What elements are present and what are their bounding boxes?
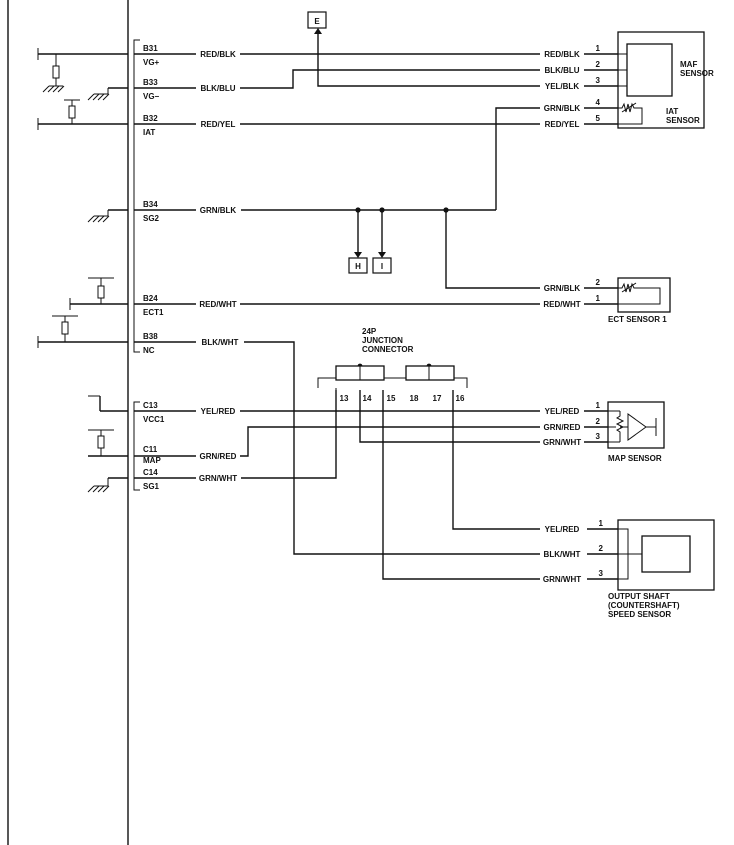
- connector-h-box: H: [348, 252, 368, 274]
- wire-b33-color: BLK/BLU: [200, 84, 235, 93]
- wire-c14-color: GRN/WHT: [199, 474, 237, 483]
- map-wire-1: YEL/RED: [545, 407, 580, 416]
- maf-wire-4: GRN/BLK: [544, 104, 581, 113]
- pin-b32-signal: IAT: [143, 128, 155, 137]
- oss-wire-2: BLK/WHT: [544, 550, 581, 559]
- junction-pin-14: 14: [363, 394, 372, 403]
- junction-title-1: 24P: [362, 327, 377, 336]
- pin-c13-signal: VCC1: [143, 415, 165, 424]
- maf-pin-2: 2: [596, 60, 601, 69]
- pin-b34-signal: SG2: [143, 214, 160, 223]
- pin-b38-signal: NC: [143, 346, 155, 355]
- ect-pin-2: 2: [596, 278, 601, 287]
- iat-sensor-label-2: SENSOR: [666, 116, 700, 125]
- ect-pin-1: 1: [596, 294, 601, 303]
- junction-pin-17: 17: [433, 394, 442, 403]
- maf-pin-1: 1: [596, 44, 601, 53]
- map-pin-2: 2: [596, 417, 601, 426]
- pin-c14: C14: [143, 468, 158, 477]
- maf-wire-2: BLK/BLU: [544, 66, 579, 75]
- pin-b31-signal: VG+: [143, 58, 160, 67]
- connector-h-label: H: [355, 262, 361, 271]
- oss-label-2: (COUNTERSHAFT): [608, 601, 680, 610]
- maf-pin-5: 5: [596, 114, 601, 123]
- oss-pin-2: 2: [599, 544, 604, 553]
- junction-pin-13: 13: [340, 394, 349, 403]
- map-wire-2: GRN/RED: [544, 423, 581, 432]
- junction-pin-15: 15: [387, 394, 396, 403]
- oss-label-1: OUTPUT SHAFT: [608, 592, 670, 601]
- maf-pin-4: 4: [596, 98, 601, 107]
- ecm-pin-labels: B31 VG+ B33 VG− B32 IAT B34 SG2 B24 ECT1…: [143, 44, 165, 491]
- maf-pin-3: 3: [596, 76, 601, 85]
- ecm-internal-circuits: [37, 48, 128, 487]
- ground-symbols: [42, 85, 110, 493]
- wire-c13-color: YEL/RED: [201, 407, 236, 416]
- connector-i-label: I: [381, 262, 383, 271]
- iat-sensor-label-1: IAT: [666, 107, 678, 116]
- ect-sensor: 2 1 GRN/BLK RED/WHT ECT SENSOR 1: [543, 277, 671, 324]
- ecm-connector-c: [133, 401, 140, 491]
- connector-e-label: E: [314, 17, 320, 26]
- wire-b32-color: RED/YEL: [201, 120, 236, 129]
- junction-title-2: JUNCTION: [362, 336, 403, 345]
- map-sensor: 1 2 3 YEL/RED GRN/RED GRN/WHT MAP SENSOR: [543, 401, 665, 463]
- oss-pin-1: 1: [599, 519, 604, 528]
- junction-connector: 24P JUNCTION CONNECTOR 13 14 15 18 17 16: [317, 327, 468, 403]
- oss-wire-1: YEL/RED: [545, 525, 580, 534]
- connector-e-box: E: [307, 11, 327, 34]
- junction-pin-18: 18: [410, 394, 419, 403]
- wire-b31-color: RED/BLK: [200, 50, 236, 59]
- ecm-body: [7, 0, 129, 845]
- oss-label-3: SPEED SENSOR: [608, 610, 671, 619]
- oss-pin-3: 3: [599, 569, 604, 578]
- ect-wire-2: GRN/BLK: [544, 284, 581, 293]
- wire-b34-color: GRN/BLK: [200, 206, 237, 215]
- pin-b33-signal: VG−: [143, 92, 160, 101]
- wire-color-labels-left: RED/BLK BLK/BLU RED/YEL GRN/BLK RED/WHT …: [199, 50, 239, 483]
- pin-b38: B38: [143, 332, 158, 341]
- ecm-connector-b: [133, 39, 140, 353]
- wire-c11-color: GRN/RED: [200, 452, 237, 461]
- oss-wire-3: GRN/WHT: [543, 575, 581, 584]
- wires: [134, 34, 618, 580]
- maf-wire-3: YEL/BLK: [545, 82, 579, 91]
- ect-wire-1: RED/WHT: [543, 300, 580, 309]
- pin-b34: B34: [143, 200, 158, 209]
- maf-sensor-label-1: MAF: [680, 60, 697, 69]
- pin-c11: C11: [143, 445, 158, 454]
- maf-sensor-label-2: SENSOR: [680, 69, 714, 78]
- maf-sensor: 1 2 3 4 5 MAF SENSOR IAT SENSOR: [596, 31, 714, 129]
- connector-i-box: I: [372, 252, 392, 274]
- pin-c14-signal: SG1: [143, 482, 160, 491]
- pin-b24-signal: ECT1: [143, 308, 164, 317]
- output-shaft-speed-sensor: 1 2 3 YEL/RED BLK/WHT GRN/WHT OUTPUT SHA…: [543, 519, 715, 619]
- junction-title-3: CONNECTOR: [362, 345, 414, 354]
- maf-wire-5: RED/YEL: [545, 120, 580, 129]
- ect-sensor-label: ECT SENSOR 1: [608, 315, 667, 324]
- pin-b24: B24: [143, 294, 158, 303]
- pin-b32: B32: [143, 114, 158, 123]
- map-wire-3: GRN/WHT: [543, 438, 581, 447]
- map-pin-3: 3: [596, 432, 601, 441]
- maf-wire-labels: RED/BLK BLK/BLU YEL/BLK GRN/BLK RED/YEL: [544, 50, 581, 129]
- wire-b38-color: BLK/WHT: [202, 338, 239, 347]
- map-pin-1: 1: [596, 401, 601, 410]
- map-sensor-label: MAP SENSOR: [608, 454, 662, 463]
- pin-b31: B31: [143, 44, 158, 53]
- wire-b24-color: RED/WHT: [199, 300, 236, 309]
- junction-pin-16: 16: [456, 394, 465, 403]
- pin-b33: B33: [143, 78, 158, 87]
- pin-c13: C13: [143, 401, 158, 410]
- pin-c11-signal: MAP: [143, 456, 161, 465]
- maf-wire-1: RED/BLK: [544, 50, 580, 59]
